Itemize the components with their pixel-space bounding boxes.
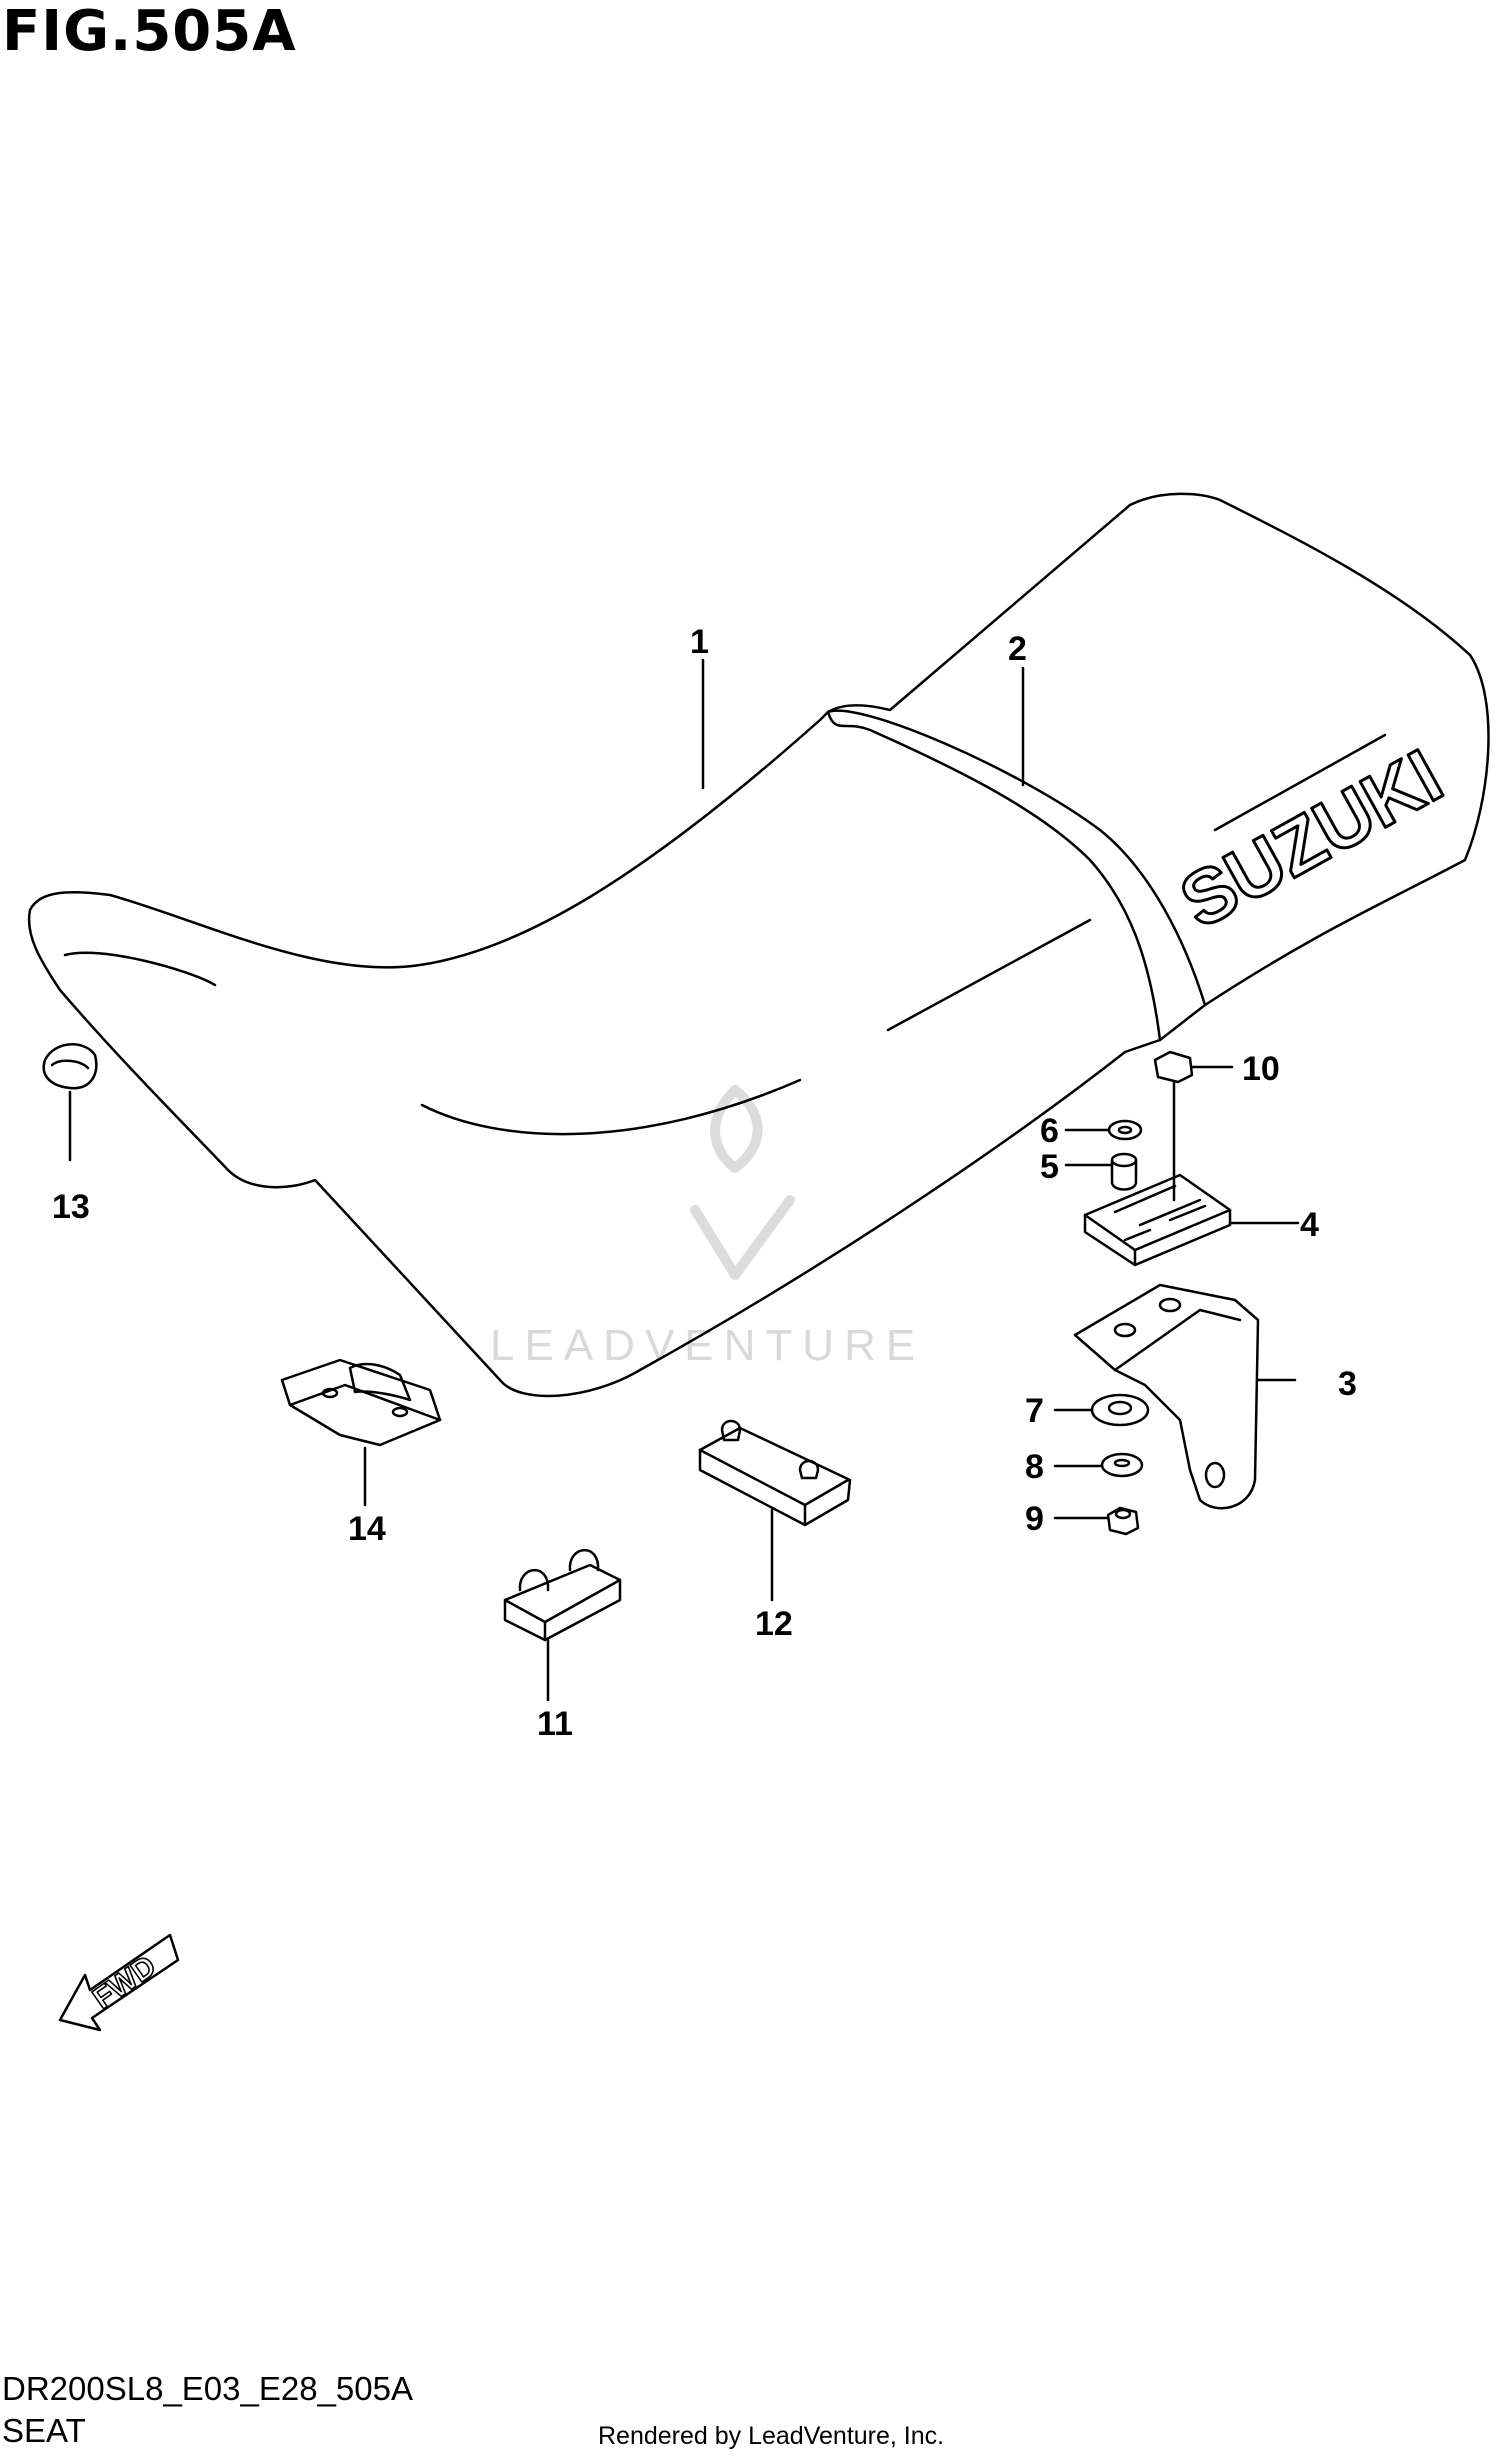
callout-5: 5: [1040, 1148, 1059, 1186]
figure-title: FIG.505A: [2, 0, 297, 64]
part-12-cushion: [698, 1419, 852, 1527]
callout-2: 2: [1008, 630, 1027, 668]
callout-4: 4: [1300, 1206, 1319, 1244]
part-4-bracket: [1083, 1173, 1232, 1267]
part-9-nut: [1106, 1506, 1140, 1536]
section-title: SEAT: [2, 2412, 86, 2449]
seat-body: SUZUKI: [27, 492, 1490, 1398]
leadventure-watermark: LEADVENTURE: [490, 1085, 925, 1370]
part-6-washer: [1107, 1119, 1143, 1141]
callout-10: 10: [1242, 1050, 1280, 1088]
callout-14: 14: [348, 1510, 386, 1548]
callout-6: 6: [1040, 1112, 1059, 1150]
callout-12: 12: [755, 1605, 793, 1643]
part-14-plate: [280, 1358, 442, 1447]
callout-13: 13: [52, 1188, 90, 1226]
rendered-by-credit: Rendered by LeadVenture, Inc.: [598, 2422, 945, 2450]
part-5-collar: [1110, 1152, 1138, 1191]
callout-1: 1: [690, 623, 709, 661]
callout-8: 8: [1025, 1448, 1044, 1486]
part-11-cushion: [503, 1548, 622, 1642]
diagram-code: DR200SL8_E03_E28_505A: [2, 2370, 414, 2407]
callout-11: 11: [537, 1705, 573, 1743]
seat-suzuki-logo: SUZUKI: [1167, 733, 1456, 944]
part-10-nut: [1153, 1050, 1194, 1084]
callout-3: 3: [1338, 1365, 1357, 1403]
part-8-washer: [1100, 1452, 1144, 1478]
part-3-bracket: [1073, 1283, 1260, 1510]
callout-labels: 1 2 3 4 5 6 7 8 9 10 11 12 13 14: [52, 623, 1357, 1743]
part-7-washer: [1090, 1393, 1150, 1427]
callout-7: 7: [1025, 1392, 1044, 1430]
callout-9: 9: [1025, 1500, 1044, 1538]
leader-lines: [68, 658, 1300, 1702]
part-13-cushion: [42, 1043, 98, 1090]
watermark-text: LEADVENTURE: [490, 1321, 925, 1370]
forward-direction-arrow-icon: FWD: [58, 1933, 180, 2032]
